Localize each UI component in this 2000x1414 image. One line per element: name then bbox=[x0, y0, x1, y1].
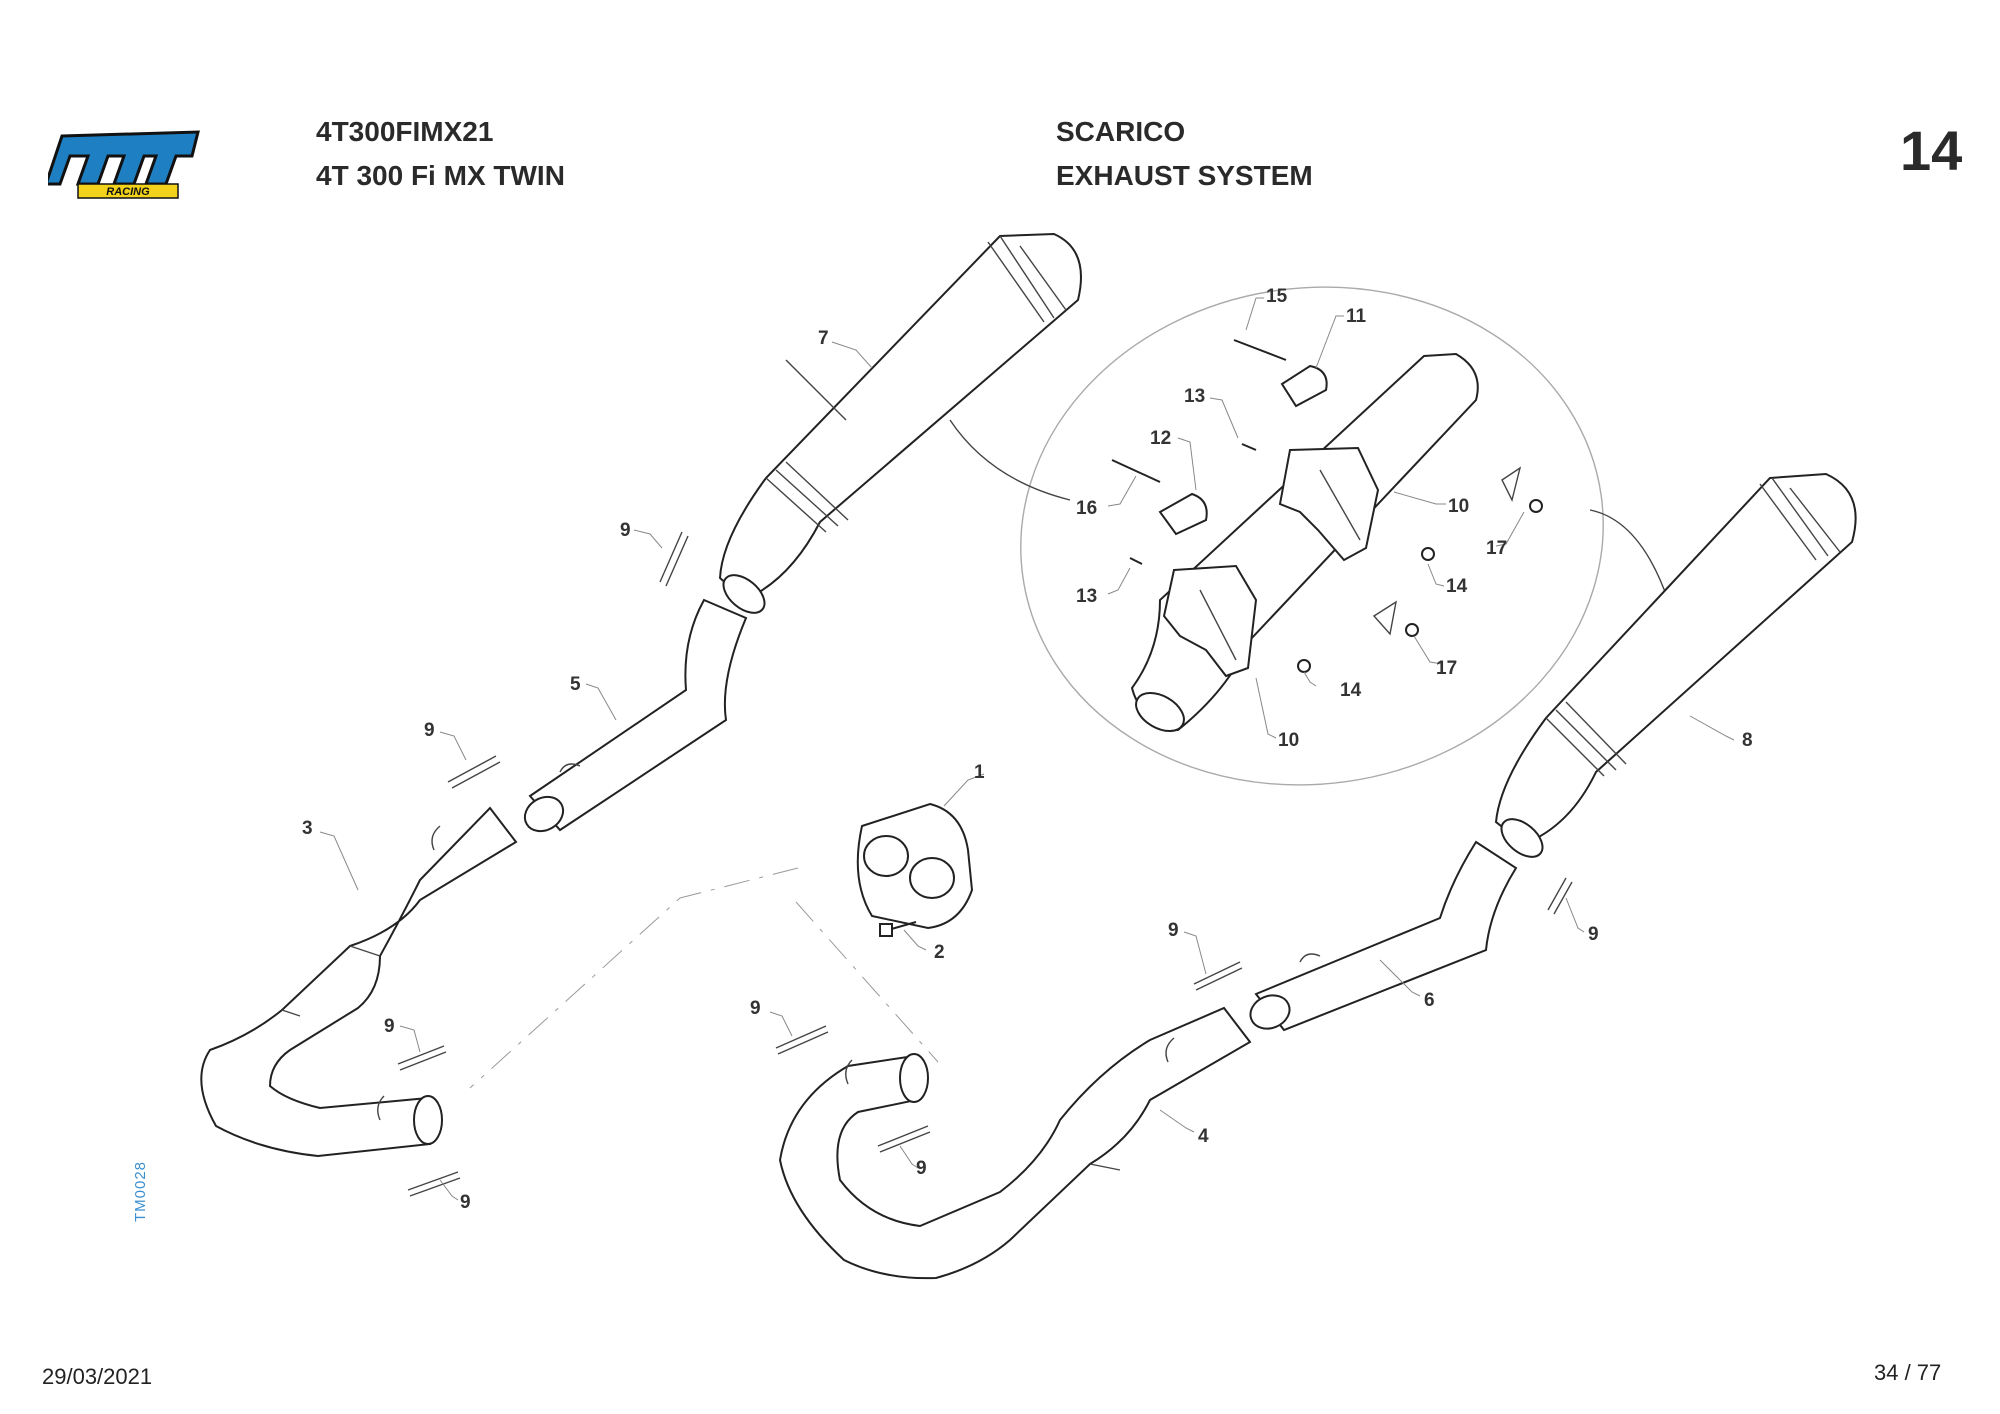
header-pipe-right bbox=[778, 1006, 1252, 1280]
leader-lines bbox=[319, 297, 1735, 1201]
callout-9-c: 9 bbox=[384, 1016, 395, 1037]
muffler-right bbox=[1494, 472, 1857, 858]
mid-pipe-left bbox=[523, 598, 748, 833]
callout-5: 5 bbox=[570, 674, 581, 695]
logo-tagline: RACING bbox=[106, 186, 150, 198]
callout-14-a: 14 bbox=[1446, 576, 1468, 597]
callout-9-f: 9 bbox=[916, 1158, 927, 1179]
mid-pipe-right bbox=[1249, 840, 1518, 1032]
page-counter: 34 / 77 bbox=[1874, 1360, 1942, 1385]
section-number: 14 bbox=[1900, 119, 1963, 182]
callout-13-a: 13 bbox=[1184, 386, 1205, 407]
header-pipe-left bbox=[200, 806, 518, 1158]
centerline-1 bbox=[469, 867, 799, 1089]
centerline-2 bbox=[795, 901, 939, 1063]
callout-10-a: 10 bbox=[1448, 496, 1469, 517]
muffler-left bbox=[718, 232, 1082, 614]
callout-2: 2 bbox=[934, 942, 945, 963]
callout-8: 8 bbox=[1742, 730, 1753, 751]
detail-brackets bbox=[1111, 339, 1543, 678]
callout-9-a: 9 bbox=[620, 520, 631, 541]
section-title-english: EXHAUST SYSTEM bbox=[1056, 160, 1313, 191]
callout-9-g: 9 bbox=[1168, 920, 1179, 941]
callout-12: 12 bbox=[1150, 428, 1171, 449]
detail-muffler bbox=[1130, 352, 1479, 732]
callout-4: 4 bbox=[1198, 1126, 1209, 1147]
callout-17-a: 17 bbox=[1486, 538, 1507, 559]
callout-9-h: 9 bbox=[1588, 924, 1599, 945]
callout-1: 1 bbox=[974, 762, 985, 783]
model-code: 4T300FIMX21 bbox=[316, 116, 494, 147]
drawing-code: TM0028 bbox=[132, 1160, 149, 1222]
detail-bubble bbox=[949, 286, 1669, 786]
exhaust-flange bbox=[856, 802, 974, 937]
callout-15: 15 bbox=[1266, 286, 1288, 307]
tm-racing-logo: RACING bbox=[48, 130, 200, 199]
callout-16: 16 bbox=[1076, 498, 1097, 519]
model-name: 4T 300 Fi MX TWIN bbox=[316, 160, 565, 191]
callout-17-b: 17 bbox=[1436, 658, 1457, 679]
callout-9-b: 9 bbox=[424, 720, 435, 741]
callout-14-b: 14 bbox=[1340, 680, 1362, 701]
callout-3: 3 bbox=[302, 818, 313, 839]
callout-9-e: 9 bbox=[750, 998, 761, 1019]
springs bbox=[397, 531, 1573, 1197]
callout-9-d: 9 bbox=[460, 1192, 471, 1213]
callout-11: 11 bbox=[1346, 306, 1367, 327]
callout-7: 7 bbox=[818, 328, 829, 349]
callout-10-b: 10 bbox=[1278, 730, 1299, 751]
footer-date: 29/03/2021 bbox=[42, 1364, 153, 1389]
callout-13-b: 13 bbox=[1076, 586, 1097, 607]
callout-6: 6 bbox=[1424, 990, 1435, 1011]
section-title-italian: SCARICO bbox=[1056, 116, 1186, 147]
